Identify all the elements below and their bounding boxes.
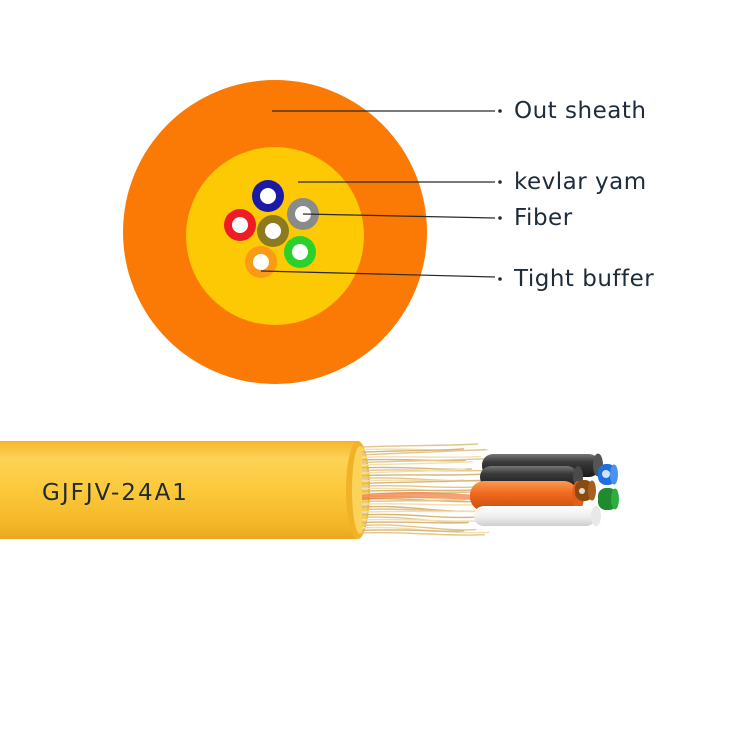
kevlar-strand <box>361 448 487 456</box>
label-tight-buffer: Tight buffer <box>513 266 654 292</box>
fiber-red <box>224 209 256 241</box>
bullet-dot <box>498 180 502 184</box>
kevlar-strand <box>361 455 482 459</box>
cable-cross-section: Out sheath kevlar yam Fiber Tight buffer <box>123 80 654 384</box>
fiber-orange <box>245 246 277 278</box>
fiber-blue <box>252 180 284 212</box>
kevlar-strand <box>362 491 476 500</box>
kevlar-strand <box>361 510 490 513</box>
strand-white <box>474 506 596 526</box>
kevlar-strand <box>361 531 485 536</box>
label-fiber: Fiber <box>514 205 573 231</box>
label-out-sheath: Out sheath <box>514 98 646 124</box>
kevlar-strand <box>361 479 465 482</box>
fiber-green <box>284 236 316 268</box>
kevlar-strand <box>361 461 473 466</box>
kevlar-strand <box>361 473 481 477</box>
kevlar-strand <box>361 513 477 519</box>
bullet-dot <box>498 277 502 281</box>
cable-side-view: GJFJV-24A1 <box>0 441 619 539</box>
kevlar-strand <box>361 518 493 522</box>
label-kevlar: kevlar yam <box>514 169 647 195</box>
cable-model-label: GJFJV-24A1 <box>42 480 189 506</box>
leader-line-tight-buffer <box>260 270 496 278</box>
leader-line-fiber <box>302 213 496 219</box>
kevlar-strand <box>361 457 492 464</box>
kevlar-strand <box>361 468 467 474</box>
tip-green <box>598 488 619 510</box>
buffered-fibers <box>470 453 619 526</box>
strand-orange <box>470 481 578 511</box>
kevlar-strands <box>361 443 493 536</box>
kevlar-strand <box>361 484 479 489</box>
kevlar-strand <box>361 479 488 485</box>
bullet-dot <box>498 216 502 220</box>
kevlar-strand <box>361 529 465 532</box>
kevlar-strand <box>361 524 477 531</box>
cable-jacket <box>0 441 358 539</box>
kevlar-strand <box>361 521 469 524</box>
kevlar-strand <box>361 503 483 506</box>
tip-brown <box>575 480 596 501</box>
kevlar-strand <box>361 443 479 448</box>
fiber-olive <box>257 215 289 247</box>
tip-blue-small <box>602 470 610 478</box>
bullet-dot <box>498 109 502 113</box>
kevlar-strand <box>361 448 465 453</box>
kevlar-strand <box>361 499 466 503</box>
